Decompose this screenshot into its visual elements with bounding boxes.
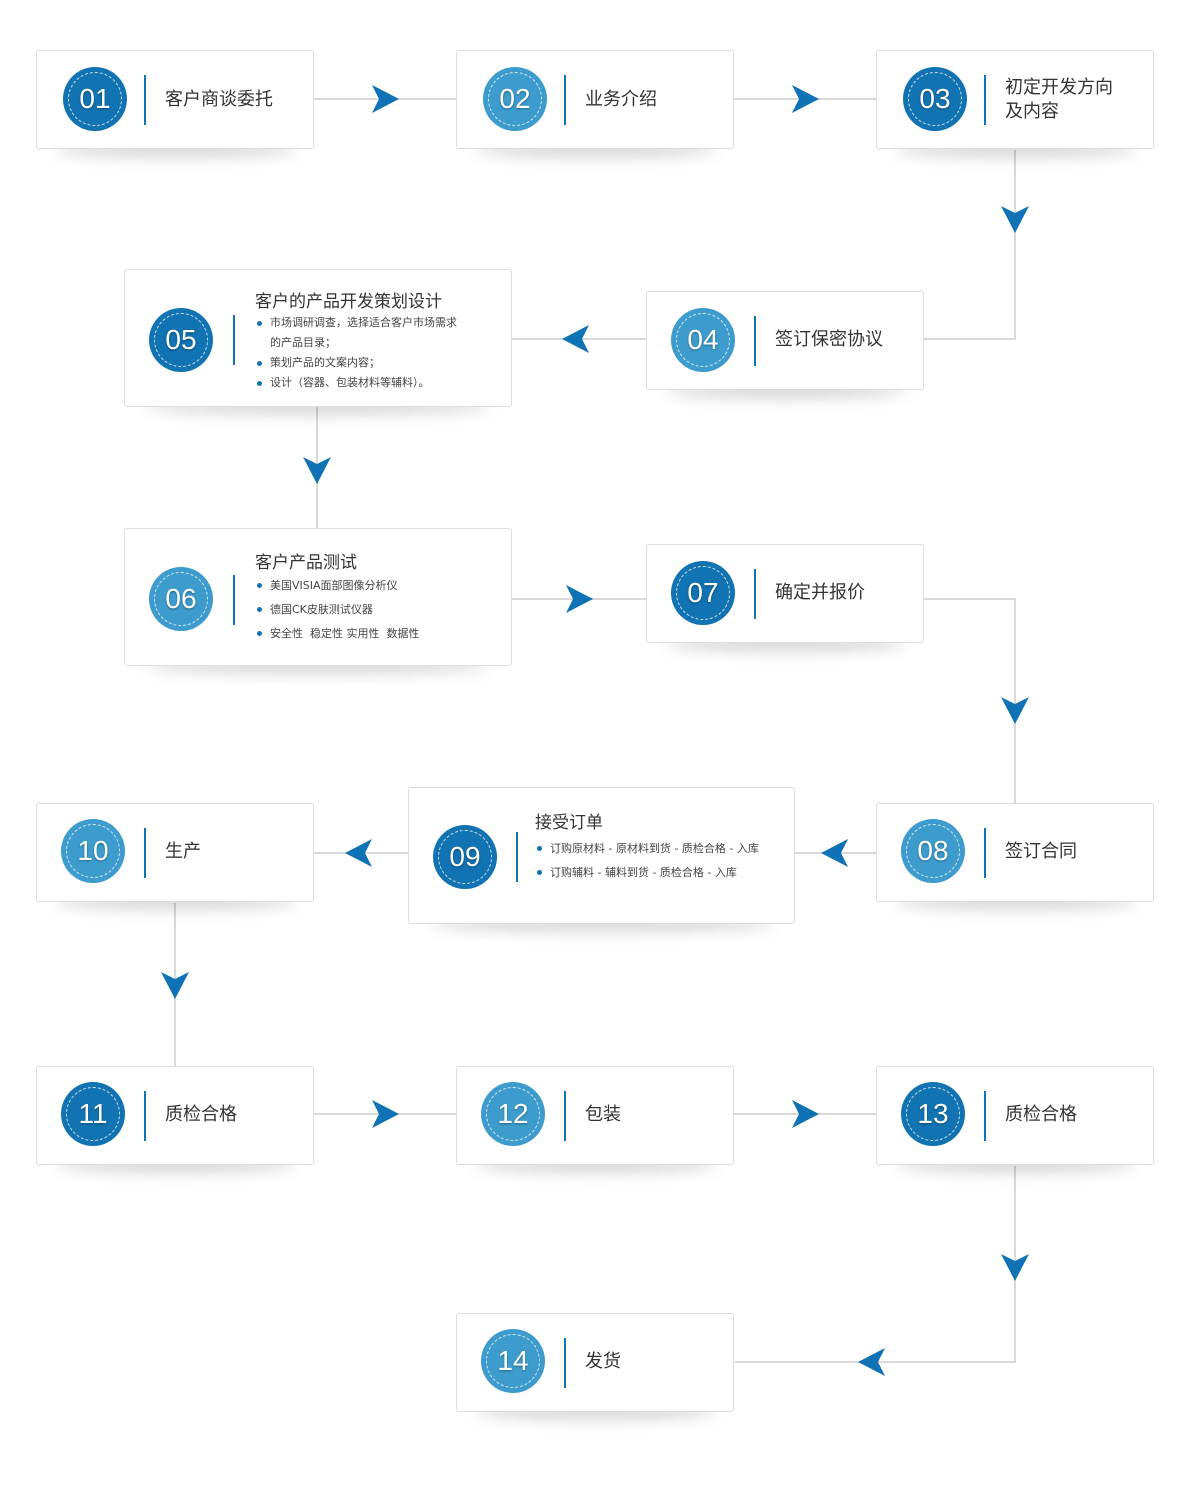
divider [564, 1338, 566, 1388]
step-card-05: 05 客户的产品开发策划设计 市场调研调查，选择适合客户市场需求 的产品目录； … [124, 269, 512, 407]
divider [984, 828, 986, 878]
step-number-badge: 10 [61, 819, 125, 883]
list-item: 订购原材料 - 原材料到货 - 质检合格 - 入库 [537, 840, 759, 864]
divider [564, 75, 566, 125]
step-number-badge: 04 [671, 308, 735, 372]
step-label: 生产 [165, 841, 201, 862]
step-card-14: 14 发货 [456, 1313, 734, 1412]
step-card-04: 04 签订保密协议 [646, 291, 924, 390]
list-item: 策划产品的文案内容； [257, 355, 457, 375]
step-card-03: 03 初定开发方向 及内容 [876, 50, 1154, 149]
divider [754, 316, 756, 366]
step-label-line-1: 初定开发方向 [1005, 77, 1113, 98]
divider [754, 569, 756, 619]
step-number-badge: 09 [433, 825, 497, 889]
step-card-08: 08 签订合同 [876, 803, 1154, 902]
step-bullet-list: 美国VISIA面部图像分析仪 德国CK皮肤测试仪器 安全性 稳定性 实用性 数据… [257, 577, 419, 649]
divider [233, 315, 235, 365]
arrow-down-icon [303, 457, 331, 484]
divider [144, 75, 146, 125]
step-number-badge: 12 [481, 1082, 545, 1146]
step-number-badge: 03 [903, 67, 967, 131]
step-bullet-list: 市场调研调查，选择适合客户市场需求 的产品目录； 策划产品的文案内容； 设计（容… [257, 315, 457, 395]
arrow-left-icon [345, 839, 372, 867]
list-item: 订购辅料 - 辅料到货 - 质检合格 - 入库 [537, 864, 759, 888]
step-card-01: 01 客户商谈委托 [36, 50, 314, 149]
step-title: 接受订单 [535, 813, 603, 833]
arrow-left-icon [562, 325, 589, 353]
list-item: 市场调研调查，选择适合客户市场需求 [257, 315, 457, 335]
step-label: 包装 [585, 1104, 621, 1125]
step-number-badge: 11 [61, 1082, 125, 1146]
list-item: 德国CK皮肤测试仪器 [257, 601, 419, 625]
step-label: 业务介绍 [585, 89, 657, 110]
arrow-down-icon [1001, 206, 1029, 233]
step-label: 签订合同 [1005, 841, 1077, 862]
list-item: 设计（容器、包装材料等辅料）。 [257, 375, 457, 395]
arrow-right-icon [792, 1100, 819, 1128]
step-card-02: 02 业务介绍 [456, 50, 734, 149]
step-title: 客户产品测试 [255, 553, 357, 573]
divider [144, 828, 146, 878]
step-title: 客户的产品开发策划设计 [255, 292, 442, 312]
arrow-down-icon [1001, 1254, 1029, 1281]
step-label-line-2: 及内容 [1005, 101, 1059, 122]
step-label: 签订保密协议 [775, 329, 883, 350]
step-number-badge: 08 [901, 819, 965, 883]
arrow-right-icon [372, 85, 399, 113]
divider [516, 832, 518, 882]
step-card-11: 11 质检合格 [36, 1066, 314, 1165]
step-number-badge: 14 [481, 1329, 545, 1393]
list-item: 安全性 稳定性 实用性 数据性 [257, 625, 419, 649]
divider [984, 1091, 986, 1141]
step-label: 确定并报价 [775, 582, 865, 603]
arrow-right-icon [566, 585, 593, 613]
step-label: 客户商谈委托 [165, 89, 273, 110]
step-card-10: 10 生产 [36, 803, 314, 902]
arrow-left-icon [821, 839, 848, 867]
divider [233, 575, 235, 625]
step-label: 发货 [585, 1351, 621, 1372]
step-number-badge: 01 [63, 67, 127, 131]
step-number-badge: 07 [671, 561, 735, 625]
step-card-06: 06 客户产品测试 美国VISIA面部图像分析仪 德国CK皮肤测试仪器 安全性 … [124, 528, 512, 666]
arrow-down-icon [161, 972, 189, 999]
step-number-badge: 02 [483, 67, 547, 131]
arrow-down-icon [1001, 697, 1029, 724]
arrow-right-icon [792, 85, 819, 113]
arrow-left-icon [858, 1348, 885, 1376]
step-number-badge: 05 [149, 308, 213, 372]
divider [564, 1091, 566, 1141]
list-item-continuation: 的产品目录； [270, 336, 336, 349]
step-label: 质检合格 [165, 1104, 237, 1125]
step-card-13: 13 质检合格 [876, 1066, 1154, 1165]
divider [984, 75, 986, 125]
step-bullet-list: 订购原材料 - 原材料到货 - 质检合格 - 入库 订购辅料 - 辅料到货 - … [537, 840, 759, 888]
step-card-12: 12 包装 [456, 1066, 734, 1165]
step-card-09: 09 接受订单 订购原材料 - 原材料到货 - 质检合格 - 入库 订购辅料 -… [408, 787, 795, 924]
step-number-badge: 13 [901, 1082, 965, 1146]
divider [144, 1091, 146, 1141]
step-number-badge: 06 [149, 567, 213, 631]
step-label: 质检合格 [1005, 1104, 1077, 1125]
step-card-07: 07 确定并报价 [646, 544, 924, 643]
arrow-right-icon [372, 1100, 399, 1128]
list-item: 美国VISIA面部图像分析仪 [257, 577, 419, 601]
